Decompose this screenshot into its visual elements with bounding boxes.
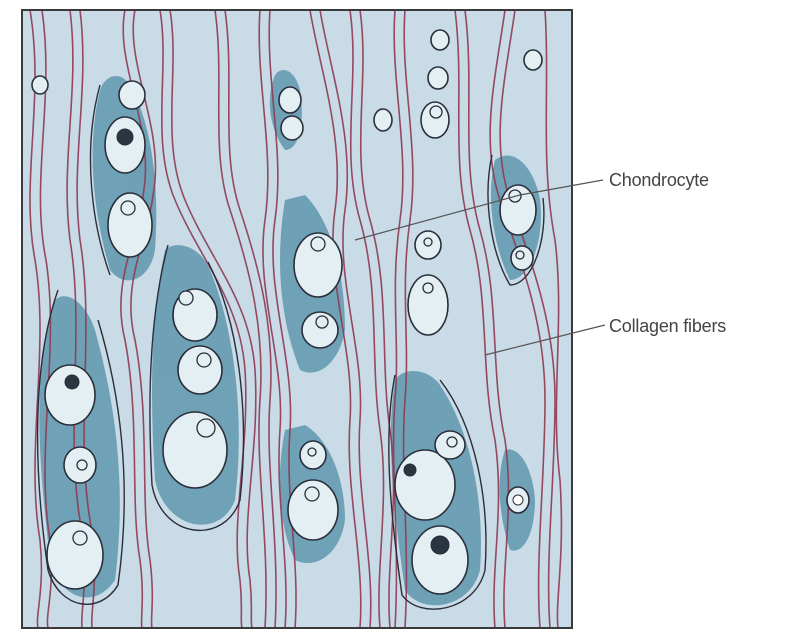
chondrocyte-label: Chondrocyte xyxy=(609,170,709,191)
collagen-fibers-label: Collagen fibers xyxy=(609,316,726,337)
